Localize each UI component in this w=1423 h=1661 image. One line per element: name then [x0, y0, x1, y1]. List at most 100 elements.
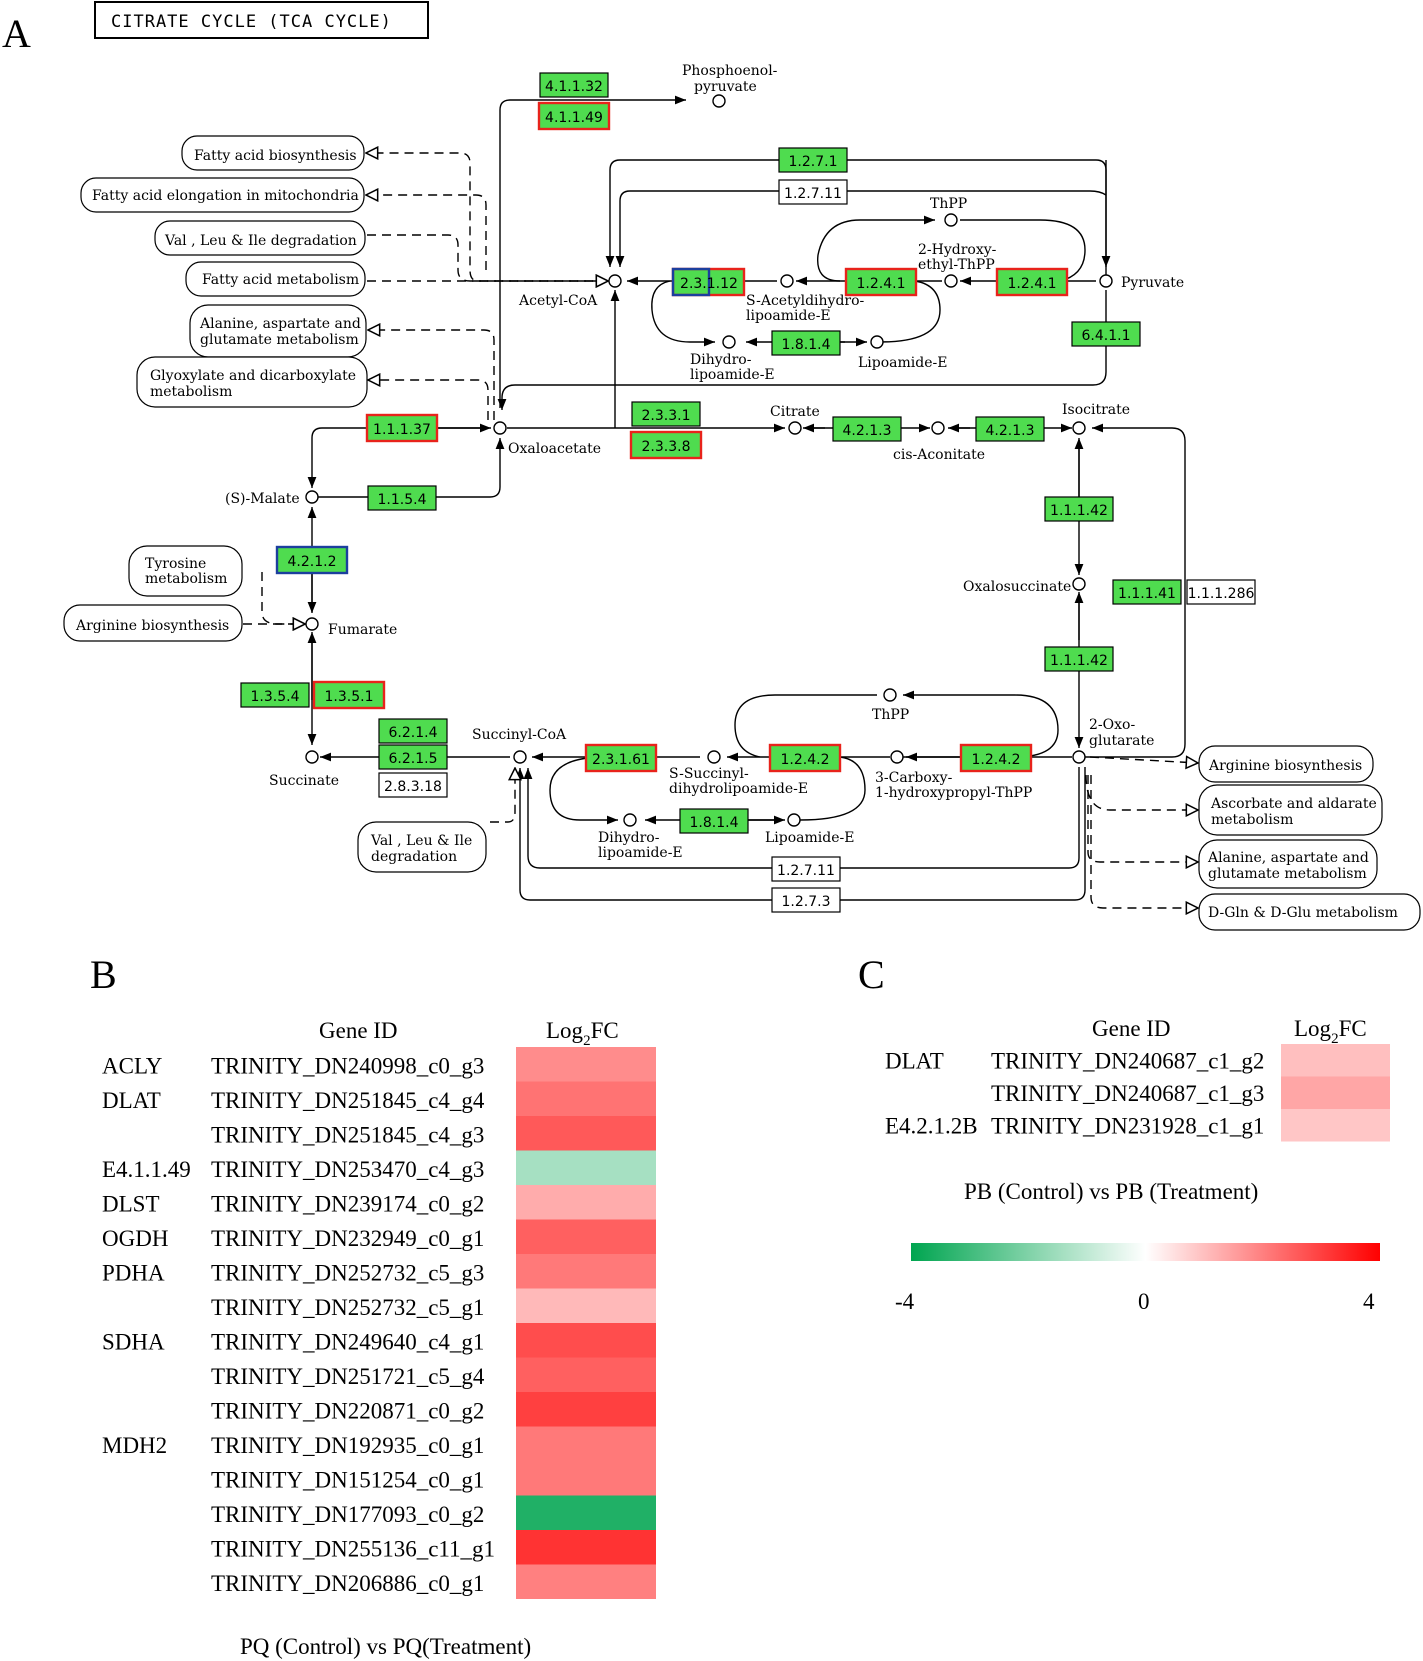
- panel-b-comparison-label: PQ (Control) vs PQ(Treatment): [240, 1634, 531, 1659]
- label-cis-aconitate: cis-Aconitate: [893, 447, 985, 463]
- label-lipoamide-top: Lipoamide-E: [858, 355, 947, 371]
- panel-b-cell-1: [516, 1047, 656, 1082]
- enzyme-1.1.1.42-b: 1.1.1.42: [1044, 646, 1114, 672]
- panel-b-cell-12: [516, 1426, 656, 1461]
- node-oxalosuccinate: [1072, 577, 1086, 591]
- panel-b-cell-3: [516, 1116, 656, 1151]
- label-fumarate: Fumarate: [328, 622, 397, 638]
- svg-text:1.8.1.4: 1.8.1.4: [690, 815, 739, 831]
- node-3-carboxy: [890, 750, 904, 764]
- panel-b-gene-id-6: TRINITY_DN232949_c0_g1: [211, 1226, 484, 1251]
- svg-text:4.1.1.49: 4.1.1.49: [545, 110, 603, 126]
- panel-c-gene-id-1: TRINITY_DN240687_c1_g2: [991, 1049, 1264, 1074]
- enzyme-2.3.1.61: 2.3.1.61: [584, 743, 658, 773]
- node-lipoamide-top: [870, 335, 884, 349]
- panel-b-cell-6: [516, 1219, 656, 1254]
- panel-label-c: C: [858, 952, 885, 997]
- svg-text:2.8.3.18: 2.8.3.18: [384, 779, 442, 795]
- svg-text:1.1.1.41: 1.1.1.41: [1118, 586, 1176, 602]
- label-succinyl-coa: Succinyl-CoA: [472, 727, 567, 743]
- node-oxaloacetate: [493, 421, 507, 435]
- map-arginine-left-label: Arginine biosynthesis: [75, 618, 229, 634]
- panel-b-gene-id-10: TRINITY_DN251721_c5_g4: [211, 1364, 485, 1389]
- enzyme-1.1.1.37: 1.1.1.37: [365, 413, 439, 443]
- map-val-leu-ile-bottom-label-2: degradation: [371, 849, 457, 865]
- map-fatty-acid-metabolism-label: Fatty acid metabolism: [202, 272, 359, 288]
- enzyme-boxes: 4.1.1.32 4.1.1.49 1.2.7.1 1.2.7.11 2.3.1…: [240, 72, 1256, 913]
- svg-text:4.2.1.3: 4.2.1.3: [843, 423, 892, 439]
- panel-c-cell-2: [1281, 1076, 1390, 1109]
- label-s-succinyl-1: S-Succinyl-: [669, 766, 749, 782]
- label-phosphoenol-1: Phosphoenol-: [682, 63, 778, 79]
- node-thpp-bottom: [883, 688, 897, 702]
- panel-b-gene-id-15: TRINITY_DN255136_c11_g1: [211, 1537, 495, 1562]
- panel-b-cell-14: [516, 1495, 656, 1530]
- enzyme-2.8.3.18: 2.8.3.18: [378, 772, 448, 798]
- map-tyrosine: [128, 545, 243, 597]
- enzyme-4.1.1.32: 4.1.1.32: [539, 72, 609, 98]
- map-arginine-left: [63, 604, 243, 642]
- enzyme-2.3.3.1: 2.3.3.1: [631, 401, 701, 427]
- panel-b-gene-symbol-1: ACLY: [102, 1054, 163, 1079]
- map-fatty-acid-biosynthesis: [181, 135, 365, 171]
- panel-b-gene-id-12: TRINITY_DN192935_c0_g1: [211, 1433, 484, 1458]
- svg-text:2.3.3.1: 2.3.3.1: [642, 408, 691, 424]
- node-isocitrate: [1072, 421, 1086, 435]
- panel-b-cell-2: [516, 1081, 656, 1116]
- node-phosphoenolpyruvate: [712, 94, 726, 108]
- panel-label-a: A: [2, 11, 31, 56]
- enzyme-1.2.4.1-a: 1.2.4.1: [844, 267, 918, 297]
- svg-text:6.2.1.4: 6.2.1.4: [389, 725, 438, 741]
- panel-b-gene-symbol-4: E4.1.1.49: [102, 1157, 191, 1182]
- enzyme-1.2.7.1: 1.2.7.1: [778, 147, 848, 173]
- panel-c-gene-id-2: TRINITY_DN240687_c1_g3: [991, 1081, 1264, 1106]
- label-hydroxyethyl-2: ethyl-ThPP: [918, 257, 995, 273]
- label-oxoglutarate-2: glutarate: [1089, 733, 1154, 749]
- label-malate: (S)-Malate: [225, 491, 300, 507]
- panel-c-rows: DLAT TRINITY_DN240687_c1_g2TRINITY_DN2406…: [885, 1044, 1390, 1142]
- enzyme-1.1.1.286: 1.1.1.286: [1186, 579, 1256, 605]
- label-citrate: Citrate: [770, 404, 820, 420]
- node-succinate: [305, 750, 319, 764]
- panel-b-cell-4: [516, 1150, 656, 1185]
- enzyme-1.1.1.42-a: 1.1.1.42: [1044, 496, 1114, 522]
- label-oxoglutarate-1: 2-Oxo-: [1089, 717, 1135, 733]
- tca-pathway-diagram: CITRATE CYCLE (TCA CYCLE): [63, 1, 1421, 931]
- map-alanine-bottom-label-1: Alanine, aspartate and: [1207, 850, 1369, 866]
- label-acetyl-coa: Acetyl-CoA: [518, 293, 598, 309]
- enzyme-4.2.1.3-a: 4.2.1.3: [832, 416, 902, 442]
- enzyme-2.3.3.8: 2.3.3.8: [629, 430, 703, 460]
- panel-c-cell-1: [1281, 1044, 1390, 1077]
- label-succinate: Succinate: [269, 773, 339, 789]
- label-dihydro-top-1: Dihydro-: [690, 352, 752, 368]
- node-s-succinyl: [707, 750, 721, 764]
- panel-c-cell-3: [1281, 1109, 1390, 1142]
- enzyme-1.2.7.11-top: 1.2.7.11: [778, 179, 848, 205]
- map-glyoxylate-label-1: Glyoxylate and dicarboxylate: [150, 368, 356, 384]
- panel-b-gene-symbol-12: MDH2: [102, 1433, 167, 1458]
- node-pyruvate: [1099, 274, 1113, 288]
- enzyme-1.8.1.4-bottom: 1.8.1.4: [679, 808, 749, 834]
- pathway-title-box: [94, 1, 429, 39]
- node-acetyl-coa: [608, 274, 622, 288]
- panel-c-log2fc-header: Log2FC: [1294, 1016, 1367, 1047]
- label-oxaloacetate: Oxaloacetate: [508, 441, 601, 457]
- panel-b-gene-id-16: TRINITY_DN206886_c0_g1: [211, 1571, 484, 1596]
- svg-text:1.2.7.1: 1.2.7.1: [789, 154, 838, 170]
- panel-b-gene-id-8: TRINITY_DN252732_c5_g1: [211, 1295, 484, 1320]
- enzyme-1.2.4.1-b: 1.2.4.1: [995, 267, 1069, 297]
- label-lipoamide-bot: Lipoamide-E: [765, 830, 854, 846]
- panel-c-gene-symbol-1: DLAT: [885, 1049, 944, 1074]
- enzyme-6.4.1.1: 6.4.1.1: [1071, 321, 1141, 347]
- panel-b-gene-id-14: TRINITY_DN177093_c0_g2: [211, 1502, 484, 1527]
- label-carboxy-2: 1-hydroxypropyl-ThPP: [875, 785, 1032, 801]
- svg-text:1.1.5.4: 1.1.5.4: [378, 492, 427, 508]
- enzyme-1.2.7.3: 1.2.7.3: [771, 887, 841, 913]
- panel-c-gene-symbol-3: E4.2.1.2B: [885, 1114, 978, 1139]
- panel-b-gene-symbol-7: PDHA: [102, 1261, 165, 1286]
- svg-text:1.3.5.1: 1.3.5.1: [325, 689, 374, 705]
